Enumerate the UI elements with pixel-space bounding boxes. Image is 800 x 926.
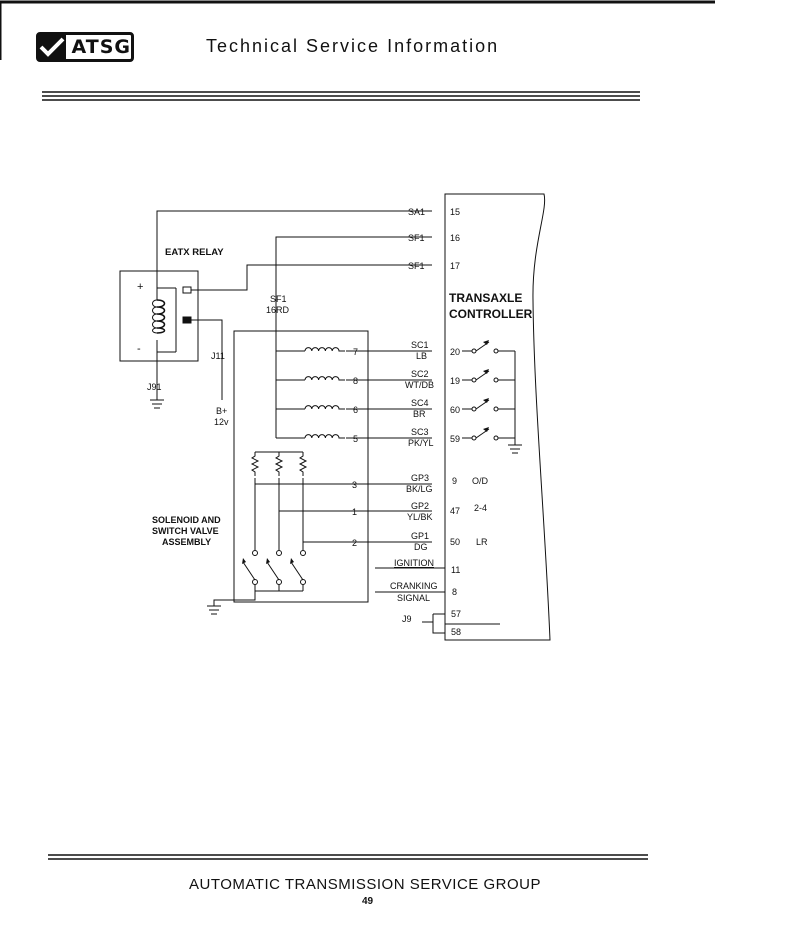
pressure-switches [242, 451, 432, 592]
solenoid-title-3: ASSEMBLY [162, 537, 211, 547]
sol-sc3-terminal: 5 [353, 434, 358, 444]
feed-sa1-name: SA1 [408, 207, 425, 217]
cranking-pin: 8 [452, 587, 457, 597]
sw-gp2-func: 2-4 [474, 503, 487, 513]
sw-gp3-color: BK/LG [406, 484, 433, 494]
sol-sc4-pin: 60 [450, 405, 460, 415]
sw-gp2-terminal: 1 [352, 507, 357, 517]
j9-label: J9 [402, 614, 412, 624]
sw-gp2-color: YL/BK [407, 512, 433, 522]
sol-sc4-terminal: 6 [353, 405, 358, 415]
relay-minus: - [137, 343, 141, 355]
page-number: 49 [361, 896, 374, 907]
atsg-logo: ATSG [36, 32, 134, 62]
feed-sf1-a-pin: 16 [450, 233, 460, 243]
controller-title-1: TRANSAXLE [449, 291, 522, 305]
sw-gp3-name: GP3 [411, 473, 429, 483]
logo-text: ATSG [71, 36, 131, 58]
sw-gp1-pin: 50 [450, 537, 460, 547]
sol-sc3-pin: 59 [450, 434, 460, 444]
sol-sc4-color: BR [413, 409, 426, 419]
sw-gp3-pin: 9 [452, 476, 457, 486]
bplus-label: B+ [216, 406, 227, 416]
relay-title: EATX RELAY [165, 247, 224, 258]
feed-sf1-a-name: SF1 [408, 233, 425, 243]
j9-pin-58: 58 [451, 627, 461, 637]
ignition-label: IGNITION [394, 558, 434, 568]
sol-sc1-name: SC1 [411, 340, 429, 350]
ground-label-j91: J91 [147, 382, 162, 392]
page-title: Technical Service Information [206, 36, 500, 56]
ignition-pin: 11 [451, 565, 460, 575]
volts-label: 12v [214, 417, 229, 427]
sw-gp3-func: O/D [472, 476, 489, 486]
controller-outline [444, 193, 551, 641]
sol-sc4-name: SC4 [411, 398, 429, 408]
sol-sc2-terminal: 8 [353, 376, 358, 386]
sw-gp3-terminal: 3 [352, 480, 357, 490]
sol-sc1-color: LB [416, 351, 427, 361]
sol-sc2-color: WT/DB [405, 380, 434, 390]
j9-pin-57: 57 [451, 609, 461, 619]
sw-gp1-terminal: 2 [352, 538, 357, 548]
checkmark-icon [39, 35, 66, 59]
sw-gp1-name: GP1 [411, 531, 429, 541]
signal-label: SIGNAL [397, 593, 430, 603]
solenoid-title-1: SOLENOID AND [152, 515, 221, 525]
sw-gp2-name: GP2 [411, 501, 429, 511]
sol-sc2-name: SC2 [411, 369, 429, 379]
sol-sc1-pin: 20 [450, 347, 460, 357]
j11-label: J11 [211, 351, 225, 361]
controller-driver-switches [462, 341, 522, 454]
feed-sf1-b-name: SF1 [408, 261, 425, 271]
solenoid-title-2: SWITCH VALVE [152, 526, 219, 536]
feed-sf1-b-pin: 17 [450, 261, 460, 271]
sw-gp2-pin: 47 [450, 506, 460, 516]
sol-sc1-terminal: 7 [353, 347, 358, 357]
sol-sc2-pin: 19 [450, 376, 460, 386]
sf1-color-label: 16RD [266, 305, 290, 315]
relay-box [119, 270, 199, 362]
footer-title: AUTOMATIC TRANSMISSION SERVICE GROUP [189, 876, 541, 893]
solenoid-coils [276, 350, 432, 439]
sol-sc3-name: SC3 [411, 427, 429, 437]
cranking-label: CRANKING [390, 581, 438, 591]
sf1-label: SF1 [270, 294, 287, 304]
sw-gp1-color: DG [414, 542, 428, 552]
solenoid-assembly-box [233, 330, 369, 603]
controller-title-2: CONTROLLER [449, 307, 533, 321]
sw-gp1-func: LR [476, 537, 488, 547]
sol-sc3-color: PK/YL [408, 438, 434, 448]
feed-sa1-pin: 15 [450, 207, 460, 217]
relay-plus: + [137, 281, 143, 293]
coil-loops [304, 347, 345, 439]
